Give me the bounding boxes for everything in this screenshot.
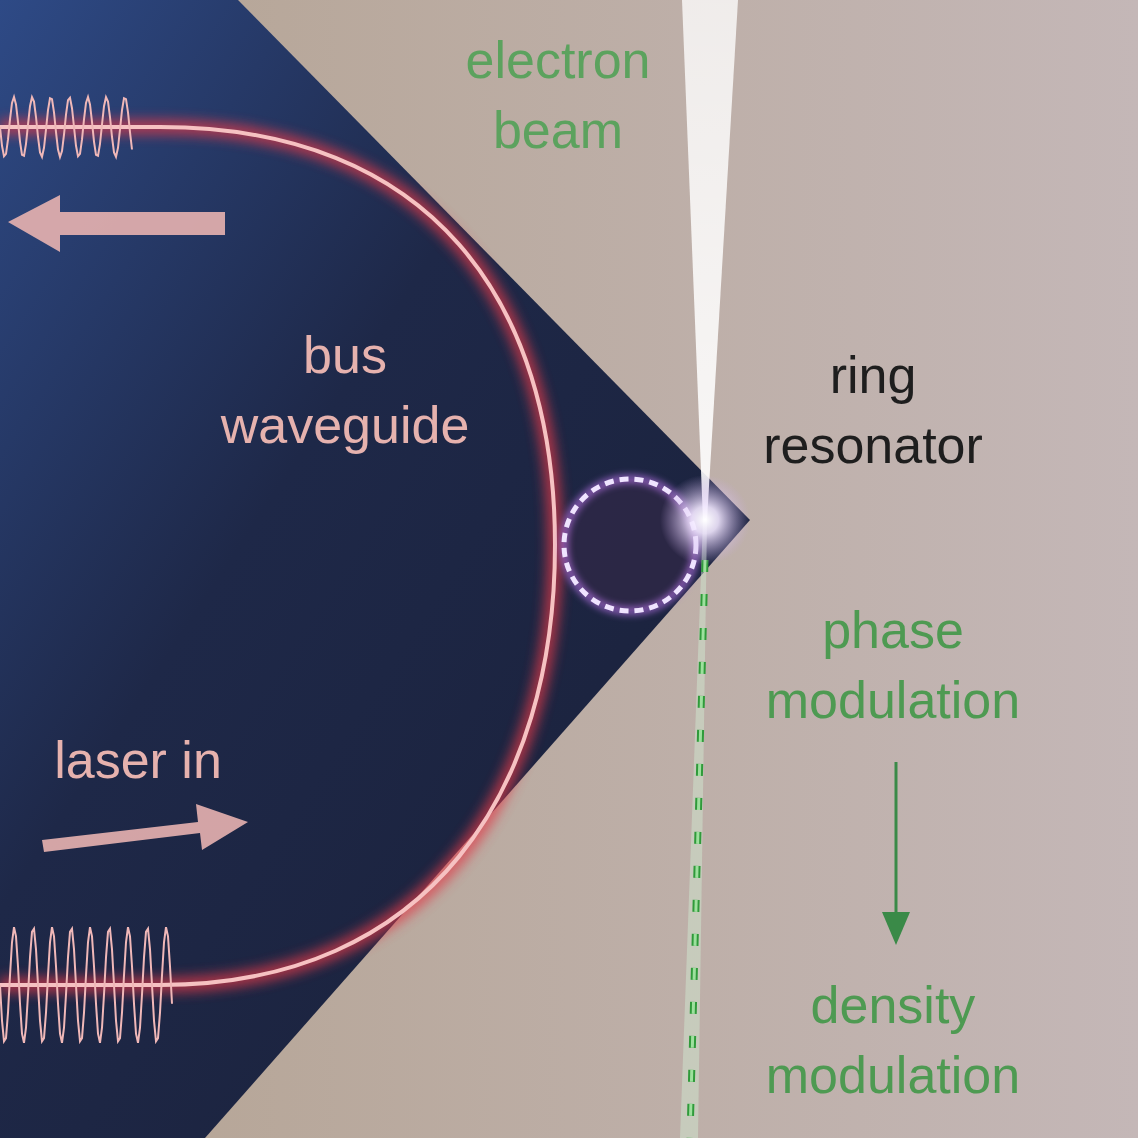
beam-label: electron beam	[408, 25, 708, 165]
bunched-beam-core	[690, 560, 705, 1138]
waveguide-glow	[0, 127, 555, 985]
resonator-label: ring resonator	[723, 340, 1023, 480]
process-arrow	[895, 762, 898, 918]
beam-lower	[680, 520, 707, 1138]
interaction-glow	[660, 475, 750, 565]
density-label: density modulation	[728, 970, 1058, 1110]
light-wave	[0, 927, 172, 1043]
waveguide-label: bus waveguide	[185, 320, 505, 460]
direction-arrow	[8, 195, 225, 252]
light-wave	[0, 97, 132, 157]
arrow-head	[882, 912, 910, 945]
electron-beam	[682, 0, 738, 520]
laser-label: laser in	[8, 725, 268, 795]
bunched-beam	[690, 560, 705, 1138]
chip	[0, 0, 750, 1138]
phase-label: phase modulation	[728, 595, 1058, 735]
direction-arrow	[42, 804, 248, 852]
bus-waveguide	[0, 127, 555, 985]
